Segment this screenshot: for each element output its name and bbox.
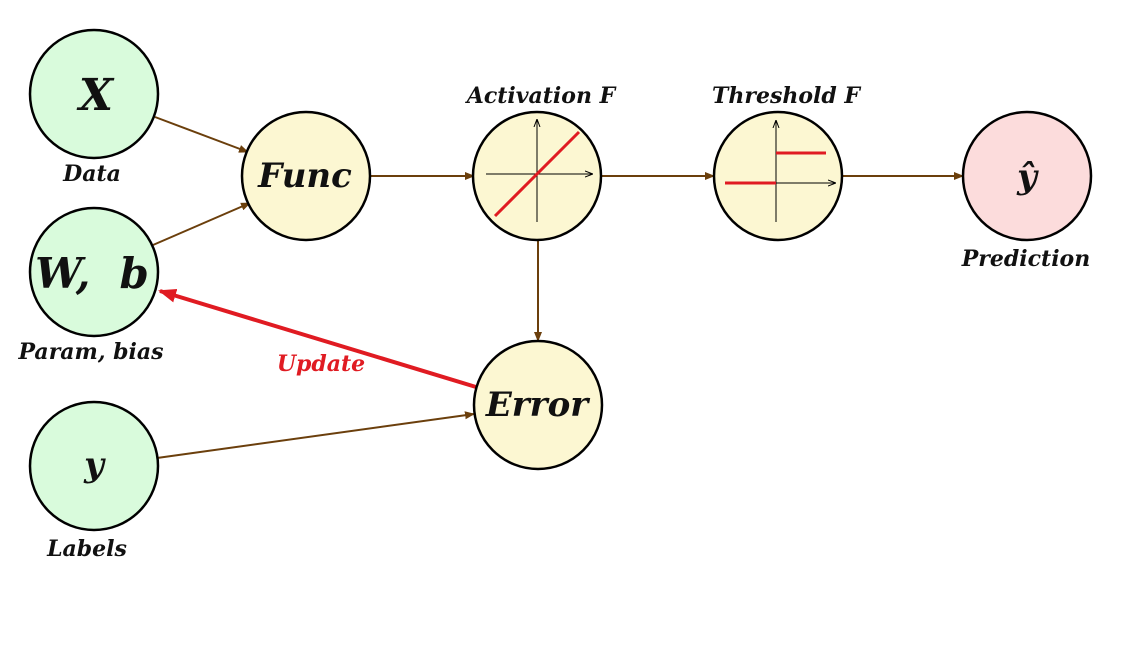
node-y-caption: Labels xyxy=(46,536,127,562)
step-function-plot-icon xyxy=(725,121,835,222)
node-prediction: ŷ xyxy=(961,110,1093,242)
linear-function-plot-icon xyxy=(486,120,592,222)
node-y-label: y xyxy=(83,445,106,485)
node-wb-caption: Param, bias xyxy=(17,339,163,365)
node-func-label: Func xyxy=(257,156,352,196)
node-prediction-caption: Prediction xyxy=(961,246,1090,272)
edge-update-error-to-wb xyxy=(158,288,477,389)
node-wb-label: W, b xyxy=(35,249,149,298)
node-error-label: Error xyxy=(485,385,590,425)
edge-y-to-error xyxy=(156,411,475,459)
node-activation xyxy=(471,110,603,242)
node-activation-title: Activation F xyxy=(465,83,617,109)
node-threshold xyxy=(712,110,844,242)
edge-wb-to-func xyxy=(152,202,251,246)
node-x-caption: Data xyxy=(62,161,121,187)
node-x-label: X xyxy=(76,70,115,121)
update-edge-label: Update xyxy=(277,351,365,377)
node-y: y xyxy=(28,400,160,532)
node-func: Func xyxy=(240,110,372,242)
node-x: X xyxy=(28,28,160,160)
node-threshold-title: Threshold F xyxy=(712,83,861,109)
node-wb: W, b xyxy=(28,206,160,338)
node-prediction-label: ŷ xyxy=(1016,157,1039,197)
connectors xyxy=(152,116,964,459)
node-error: Error xyxy=(472,339,604,471)
edge-x-to-func xyxy=(154,116,249,153)
